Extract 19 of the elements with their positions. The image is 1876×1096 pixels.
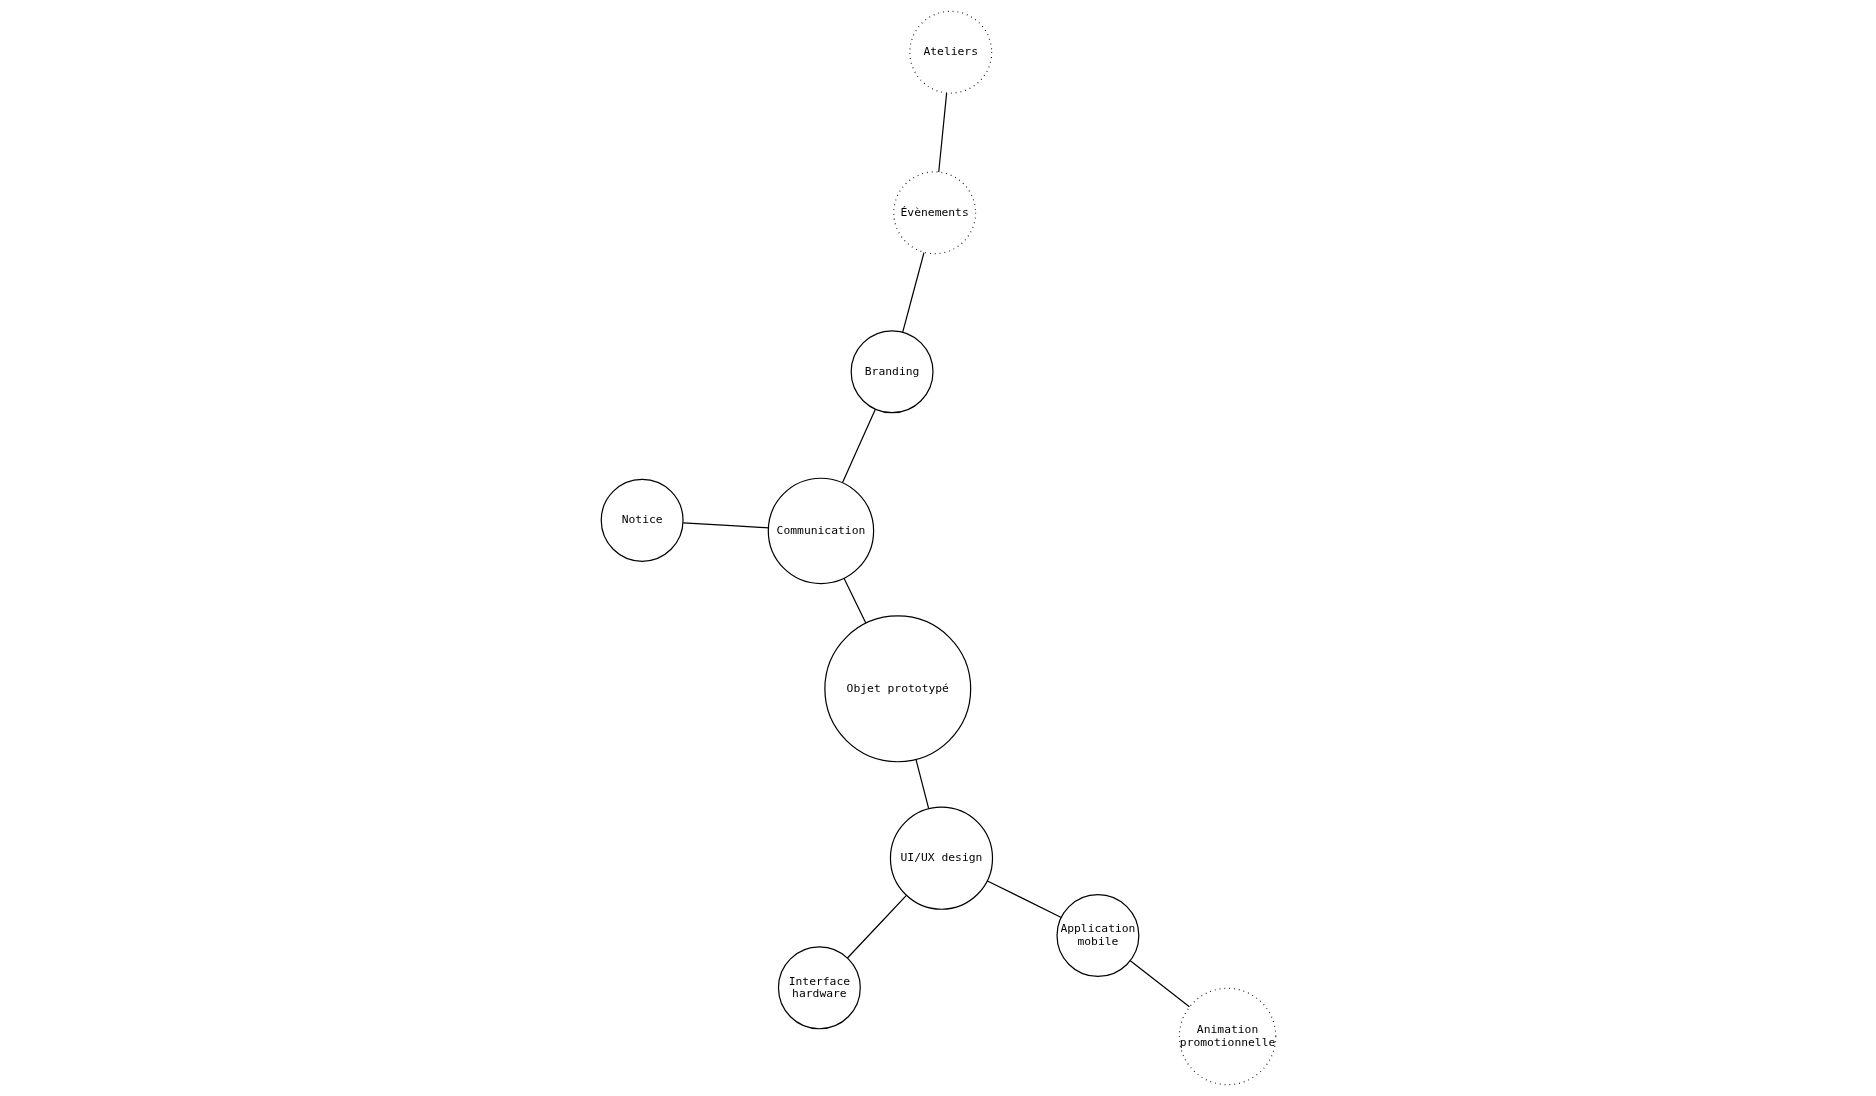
node-circle: Ateliers (908, 10, 992, 94)
connector (841, 408, 876, 484)
connector (846, 895, 907, 959)
node-circle: Évènements (892, 171, 976, 255)
node-circle: Communication (767, 477, 874, 585)
node-circle: Interface hardware (777, 946, 861, 1030)
connector (986, 880, 1062, 919)
connector (682, 522, 769, 529)
connector (937, 92, 947, 173)
connector (842, 577, 866, 624)
node-circle: Notice (600, 478, 684, 562)
connector (901, 251, 925, 333)
node-circle: Branding (850, 330, 934, 414)
node-circle: UI/UX design (889, 806, 993, 910)
node-circle: Objet prototypé (823, 615, 971, 763)
connector (1129, 960, 1190, 1008)
node-circle: Animation promotionnelle (1178, 987, 1276, 1086)
node-circle: Application mobile (1055, 894, 1139, 978)
connector (914, 758, 929, 810)
